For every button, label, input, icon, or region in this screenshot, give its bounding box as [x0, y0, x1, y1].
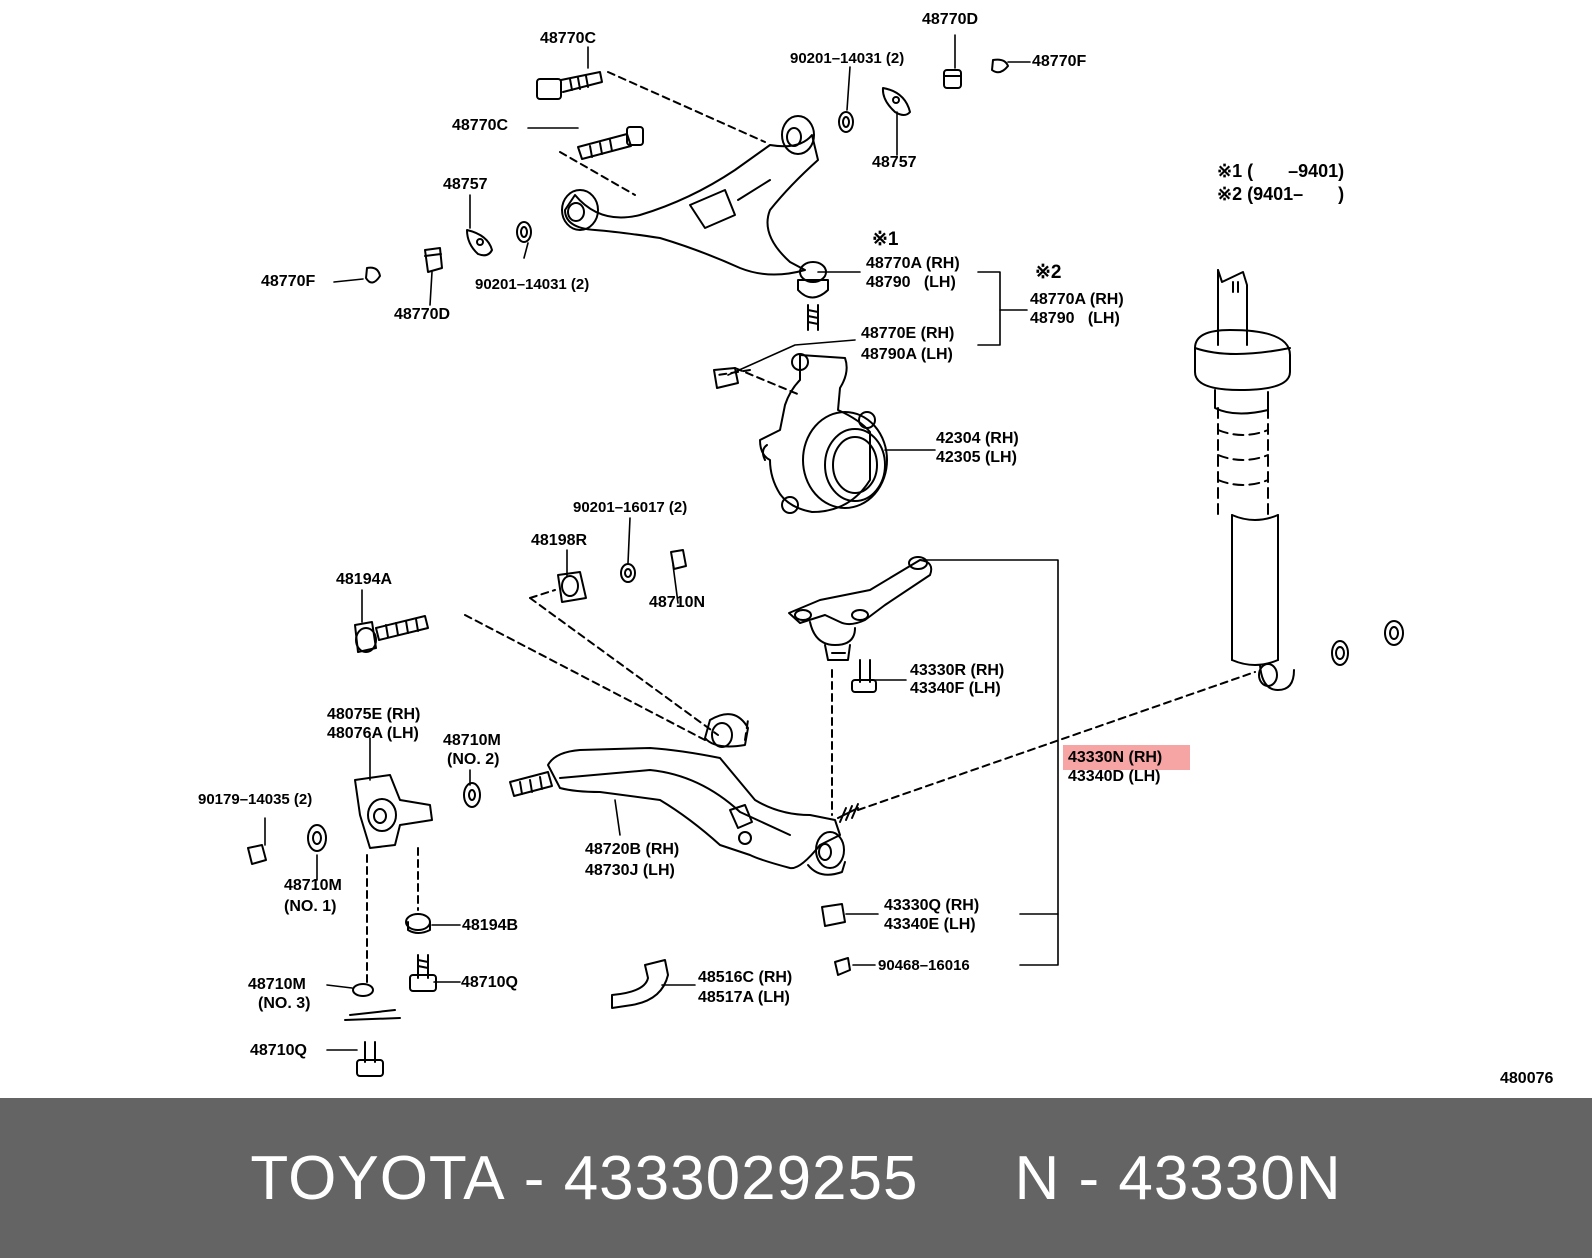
- label-48720b-rh: 48720B (RH): [585, 841, 680, 858]
- label-48757-left: 48757: [443, 176, 488, 193]
- label-48770a-rh: 48770A (RH): [866, 255, 960, 272]
- label-48770d-left: 48770D: [394, 306, 451, 323]
- label-48790a-lh: 48790A (LH): [861, 346, 953, 363]
- label-48770a-rh-2: 48770A (RH): [1030, 291, 1124, 308]
- leader-lines: [264, 34, 1059, 1051]
- upper-control-arm: [561, 115, 829, 331]
- label-48730j-lh: 48730J (LH): [585, 862, 675, 879]
- footer-brand: TOYOTA: [250, 1143, 506, 1213]
- label-no2: (NO. 2): [447, 751, 500, 768]
- diagram-drawing: [247, 34, 1404, 1077]
- footer-separator-1: -: [523, 1143, 546, 1213]
- label-90468-16016: 90468–16016: [878, 957, 970, 974]
- shock-absorber: [1194, 269, 1404, 691]
- label-48790-lh-2: 48790 (LH): [1030, 310, 1120, 327]
- label-48710m-no3: 48710M: [248, 976, 306, 993]
- label-48770c-lower: 48770C: [452, 117, 509, 134]
- target-part-highlight: [1063, 745, 1190, 770]
- label-43340d-lh: 43340D (LH): [1068, 768, 1161, 785]
- footer-catalog-code: 43330N: [1118, 1143, 1342, 1213]
- diagram-code: 480076: [1500, 1070, 1554, 1087]
- lower-control-arm: [509, 713, 859, 876]
- label-48770c-upper: 48770C: [540, 30, 597, 47]
- label-48770f-top: 48770F: [1032, 53, 1087, 70]
- steering-knuckle: [713, 353, 888, 514]
- label-48770f-left: 48770F: [261, 273, 316, 290]
- label-48516c-rh: 48516C (RH): [698, 969, 793, 986]
- footer-part-number: 4333029255: [563, 1143, 919, 1213]
- label-90179-14035: 90179–14035 (2): [198, 791, 313, 808]
- label-48710q-b: 48710Q: [250, 1042, 307, 1059]
- footer-separator-2: -: [1078, 1143, 1101, 1213]
- label-no1: (NO. 1): [284, 898, 337, 915]
- footer-title: TOYOTA - 4333029255 N - 43330N: [0, 1098, 1592, 1258]
- label-48770e-rh: 48770E (RH): [861, 325, 955, 342]
- upper-dashed-leaders: [559, 71, 801, 396]
- label-48710q-a: 48710Q: [461, 974, 518, 991]
- label-48194b: 48194B: [462, 917, 519, 934]
- label-43330r-rh: 43330R (RH): [910, 662, 1005, 679]
- label-48710n: 48710N: [649, 594, 706, 611]
- footer-variant: N: [1014, 1143, 1061, 1213]
- label-42305-lh: 42305 (LH): [936, 449, 1017, 466]
- label-48757-right: 48757: [872, 154, 917, 171]
- lower-fasteners: [247, 549, 851, 1077]
- footer-bar: TOYOTA - 4333029255 N - 43330N: [0, 1098, 1592, 1258]
- label-90201-14031-top: 90201–14031 (2): [790, 50, 905, 67]
- label-48198r: 48198R: [531, 532, 588, 549]
- label-43330n-rh: 43330N (RH): [1068, 749, 1163, 766]
- parts-diagram: 48770C 48770D 90201–14031 (2) 48770F 487…: [198, 11, 1554, 1087]
- label-48710m-no1: 48710M: [284, 877, 342, 894]
- legend-note-2: ※2 (9401– ): [1217, 184, 1345, 204]
- label-48076a-lh: 48076A (LH): [327, 725, 419, 742]
- label-43340e-lh: 43340E (LH): [884, 916, 976, 933]
- legend-note-1: ※1 ( –9401): [1217, 161, 1345, 181]
- label-43340f-lh: 43340F (LH): [910, 680, 1001, 697]
- label-48075e-rh: 48075E (RH): [327, 706, 421, 723]
- label-90201-16017: 90201–16017 (2): [573, 499, 688, 516]
- note-2-mark: ※2: [1035, 262, 1062, 283]
- note-1-mark: ※1: [872, 229, 899, 250]
- label-48194a: 48194A: [336, 571, 393, 588]
- label-43330q-rh: 43330Q (RH): [884, 897, 980, 914]
- lower-dashed-leaders: [366, 589, 1256, 986]
- label-48710m-no2: 48710M: [443, 732, 501, 749]
- label-42304-rh: 42304 (RH): [936, 430, 1019, 447]
- label-no3: (NO. 3): [258, 995, 311, 1012]
- upper-fasteners: [365, 58, 1009, 284]
- label-48517a-lh: 48517A (LH): [698, 989, 790, 1006]
- label-48770d-top: 48770D: [922, 11, 979, 28]
- label-48790-lh: 48790 (LH): [866, 274, 956, 291]
- label-90201-14031-left: 90201–14031 (2): [475, 276, 590, 293]
